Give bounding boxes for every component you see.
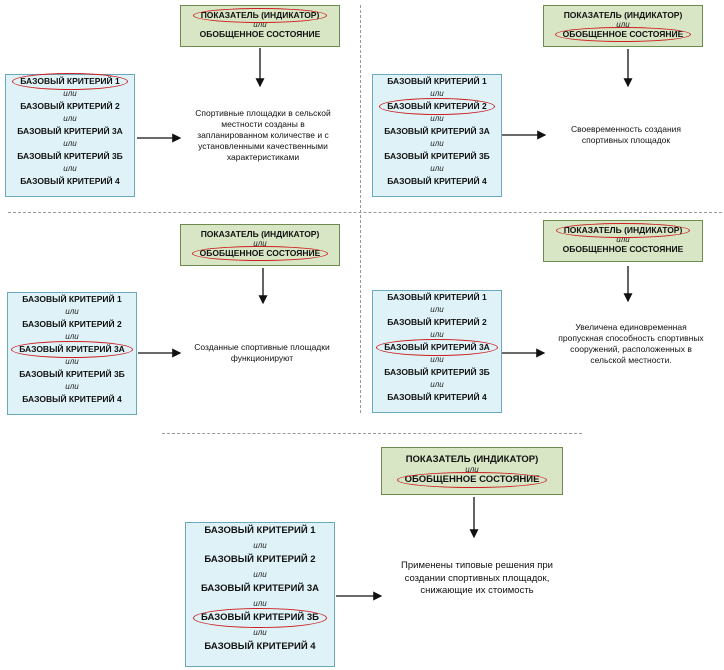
highlight-indicator: ПОКАЗАТЕЛЬ (ИНДИКАТОР) xyxy=(192,8,327,23)
or-label: или xyxy=(430,355,444,364)
or-label: или xyxy=(430,139,444,148)
highlight-indicator: ПОКАЗАТЕЛЬ (ИНДИКАТОР) xyxy=(555,223,690,238)
highlight-state: ОБОБЩЕННОЕ СОСТОЯНИЕ xyxy=(554,27,691,42)
or-label: или xyxy=(253,599,267,608)
or-label: или xyxy=(63,89,77,98)
criterion-4: БАЗОВЫЙ КРИТЕРИЙ 4 xyxy=(387,392,487,402)
or-label: или xyxy=(65,307,79,316)
or-label: или xyxy=(430,114,444,123)
criterion-3a: БАЗОВЫЙ КРИТЕРИЙ 3А xyxy=(17,126,123,136)
criteria-box-p5: БАЗОВЫЙ КРИТЕРИЙ 1 или БАЗОВЫЙ КРИТЕРИЙ … xyxy=(185,522,335,667)
result-text-p3: Созданные спортивные площадки функционир… xyxy=(194,342,330,363)
criterion-1: БАЗОВЫЙ КРИТЕРИЙ 1 xyxy=(22,294,122,304)
or-label: или xyxy=(430,89,444,98)
indicator-box-p5: ПОКАЗАТЕЛЬ (ИНДИКАТОР) или ОБОБЩЕННОЕ СО… xyxy=(381,447,563,495)
criterion-3b: БАЗОВЫЙ КРИТЕРИЙ 3Б xyxy=(384,151,490,161)
indicator-box-p1: ПОКАЗАТЕЛЬ (ИНДИКАТОР) или ОБОБЩЕННОЕ СО… xyxy=(180,5,340,47)
criterion-4: БАЗОВЫЙ КРИТЕРИЙ 4 xyxy=(387,176,487,186)
indicator-box-p4: ПОКАЗАТЕЛЬ (ИНДИКАТОР) или ОБОБЩЕННОЕ СО… xyxy=(543,220,703,262)
or-label: или xyxy=(616,235,630,244)
or-label: или xyxy=(465,465,479,474)
indicator-box-p3: ПОКАЗАТЕЛЬ (ИНДИКАТОР) или ОБОБЩЕННОЕ СО… xyxy=(180,224,340,266)
result-text-p1: Спортивные площадки в сельской местности… xyxy=(195,108,331,162)
state-label: ОБОБЩЕННОЕ СОСТОЯНИЕ xyxy=(199,29,321,39)
criterion-2: БАЗОВЫЙ КРИТЕРИЙ 2 xyxy=(22,319,122,329)
or-label: или xyxy=(253,541,267,550)
highlight-criterion-3a: БАЗОВЫЙ КРИТЕРИЙ 3А xyxy=(11,341,133,358)
criteria-box-p2: БАЗОВЫЙ КРИТЕРИЙ 1 или БАЗОВЫЙ КРИТЕРИЙ … xyxy=(372,74,502,197)
indicator-label: ПОКАЗАТЕЛЬ (ИНДИКАТОР) xyxy=(563,10,683,20)
highlight-criterion-2: БАЗОВЫЙ КРИТЕРИЙ 2 xyxy=(379,98,495,115)
criterion-3b: БАЗОВЫЙ КРИТЕРИЙ 3Б xyxy=(384,367,490,377)
or-label: или xyxy=(65,382,79,391)
or-label: или xyxy=(430,164,444,173)
indicator-label: ПОКАЗАТЕЛЬ (ИНДИКАТОР) xyxy=(200,229,320,239)
highlight-criterion-1: БАЗОВЫЙ КРИТЕРИЙ 1 xyxy=(12,73,128,90)
criterion-1: БАЗОВЫЙ КРИТЕРИЙ 1 xyxy=(387,292,487,302)
or-label: или xyxy=(430,380,444,389)
criterion-1: БАЗОВЫЙ КРИТЕРИЙ 1 xyxy=(204,525,316,536)
highlight-state: ОБОБЩЕННОЕ СОСТОЯНИЕ xyxy=(191,246,328,261)
criteria-box-p3: БАЗОВЫЙ КРИТЕРИЙ 1 или БАЗОВЫЙ КРИТЕРИЙ … xyxy=(7,292,137,415)
horizontal-divider-bottom xyxy=(162,433,582,434)
horizontal-divider-top xyxy=(8,212,722,213)
or-label: или xyxy=(430,330,444,339)
indicator-box-p2: ПОКАЗАТЕЛЬ (ИНДИКАТОР) или ОБОБЩЕННОЕ СО… xyxy=(543,5,703,47)
criterion-3a: БАЗОВЫЙ КРИТЕРИЙ 3А xyxy=(384,126,490,136)
criterion-3b: БАЗОВЫЙ КРИТЕРИЙ 3Б xyxy=(17,151,123,161)
criterion-3a: БАЗОВЫЙ КРИТЕРИЙ 3А xyxy=(200,583,320,594)
or-label: или xyxy=(253,20,267,29)
criterion-1: БАЗОВЫЙ КРИТЕРИЙ 1 xyxy=(387,76,487,86)
or-label: или xyxy=(63,139,77,148)
criterion-2: БАЗОВЫЙ КРИТЕРИЙ 2 xyxy=(204,554,316,565)
criteria-box-p1: БАЗОВЫЙ КРИТЕРИЙ 1 или БАЗОВЫЙ КРИТЕРИЙ … xyxy=(5,73,135,197)
or-label: или xyxy=(430,305,444,314)
criterion-4: БАЗОВЫЙ КРИТЕРИЙ 4 xyxy=(22,394,122,404)
criterion-2: БАЗОВЫЙ КРИТЕРИЙ 2 xyxy=(387,317,487,327)
or-label: или xyxy=(253,239,267,248)
or-label: или xyxy=(65,332,79,341)
or-label: или xyxy=(63,164,77,173)
or-label: или xyxy=(253,570,267,579)
vertical-divider xyxy=(360,5,361,413)
result-text-p4: Увеличена единовременная пропускная спос… xyxy=(558,322,704,365)
result-text-p2: Своевременность создания спортивных площ… xyxy=(570,124,682,145)
criterion-2: БАЗОВЫЙ КРИТЕРИЙ 2 xyxy=(20,101,120,111)
or-label: или xyxy=(65,357,79,366)
highlight-criterion-3a: БАЗОВЫЙ КРИТЕРИЙ 3А xyxy=(376,339,498,356)
criterion-4: БАЗОВЫЙ КРИТЕРИЙ 4 xyxy=(20,176,120,186)
criterion-3b: БАЗОВЫЙ КРИТЕРИЙ 3Б xyxy=(19,369,125,379)
state-label: ОБОБЩЕННОЕ СОСТОЯНИЕ xyxy=(562,244,684,254)
criterion-4: БАЗОВЫЙ КРИТЕРИЙ 4 xyxy=(204,641,316,652)
highlight-state: ОБОБЩЕННОЕ СОСТОЯНИЕ xyxy=(396,472,548,488)
or-label: или xyxy=(63,114,77,123)
highlight-criterion-3b: БАЗОВЫЙ КРИТЕРИЙ 3Б xyxy=(192,608,328,628)
criteria-box-p4: БАЗОВЫЙ КРИТЕРИЙ 1 или БАЗОВЫЙ КРИТЕРИЙ … xyxy=(372,290,502,413)
or-label: или xyxy=(616,20,630,29)
or-label: или xyxy=(253,628,267,637)
result-text-p5: Применены типовые решения при создании с… xyxy=(401,560,553,596)
indicator-label: ПОКАЗАТЕЛЬ (ИНДИКАТОР) xyxy=(405,454,539,465)
